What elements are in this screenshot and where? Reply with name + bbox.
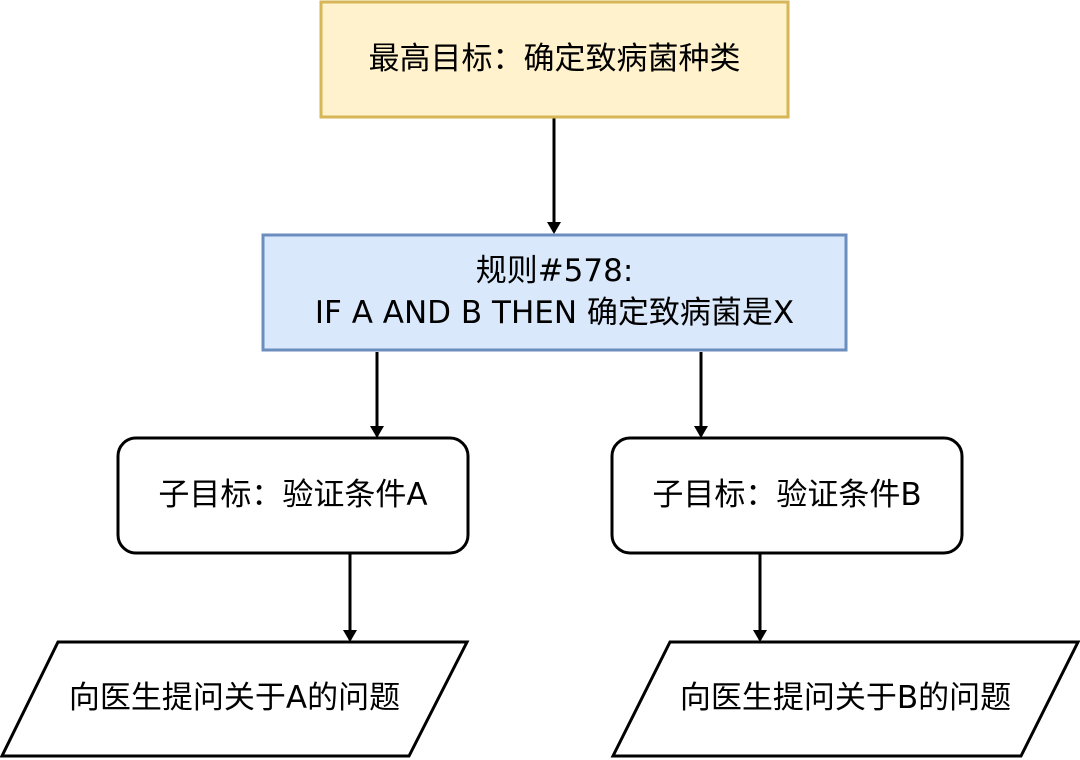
subgoal-a-text: 子目标：验证条件A	[158, 476, 428, 513]
top-goal-text: 最高目标：确定致病菌种类	[368, 40, 741, 77]
rule-body-text: IF A AND B THEN 确定致病菌是X	[314, 294, 795, 331]
subgoal-b-text: 子目标：验证条件B	[652, 476, 922, 513]
rule-label: 规则#578: IF A AND B THEN 确定致病菌是X	[263, 235, 846, 350]
top-goal-box	[319, 0, 790, 119]
question-a-label: 向医生提问关于A的问题	[2, 642, 467, 756]
subgoal-a-box	[116, 436, 470, 555]
rule-box	[261, 233, 848, 352]
question-b-label: 向医生提问关于B的问题	[613, 642, 1078, 756]
question-b-text: 向医生提问关于B的问题	[679, 680, 1012, 717]
subgoal-b-label: 子目标：验证条件B	[612, 438, 962, 553]
subgoal-a-label: 子目标：验证条件A	[118, 438, 468, 553]
subgoal-b-box	[610, 436, 964, 555]
rule-title-text: 规则#578:	[475, 252, 634, 289]
question-b-box	[610, 640, 1080, 758]
question-a-box	[0, 640, 470, 758]
top-goal-label: 最高目标：确定致病菌种类	[321, 2, 788, 117]
question-a-text: 向医生提问关于A的问题	[68, 680, 401, 717]
